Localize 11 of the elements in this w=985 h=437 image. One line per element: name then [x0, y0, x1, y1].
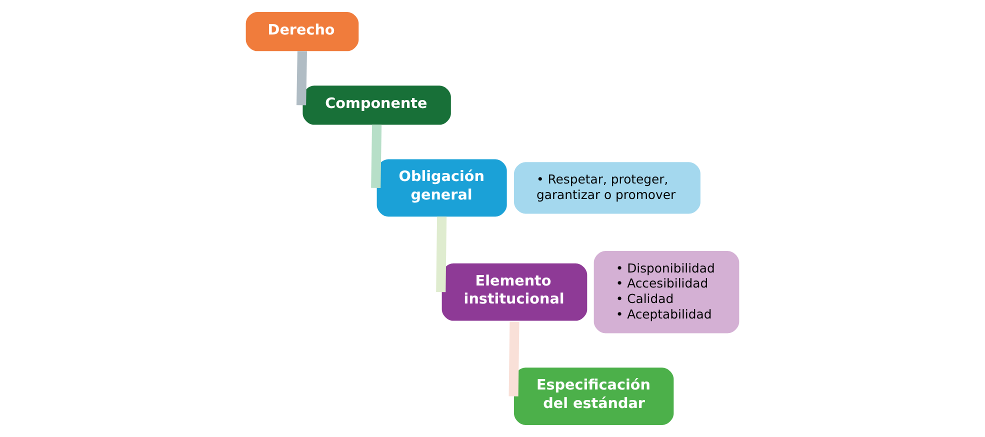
connector [296, 51, 308, 106]
node-box: • Respetar, proteger, garantizar o promover [514, 162, 700, 214]
node-box: • Disponibilidad • Accesibilidad • Calidad • Aceptabilidad [594, 251, 740, 334]
node-box: Especificación del estándar [514, 368, 674, 426]
node-box: Derecho [246, 12, 359, 52]
connector [371, 124, 382, 188]
node-box: Obligación general [376, 159, 507, 217]
connector [508, 322, 520, 396]
node-box: Componente [302, 86, 451, 125]
connector [436, 216, 447, 292]
node-box: Elemento institucional [442, 263, 588, 321]
